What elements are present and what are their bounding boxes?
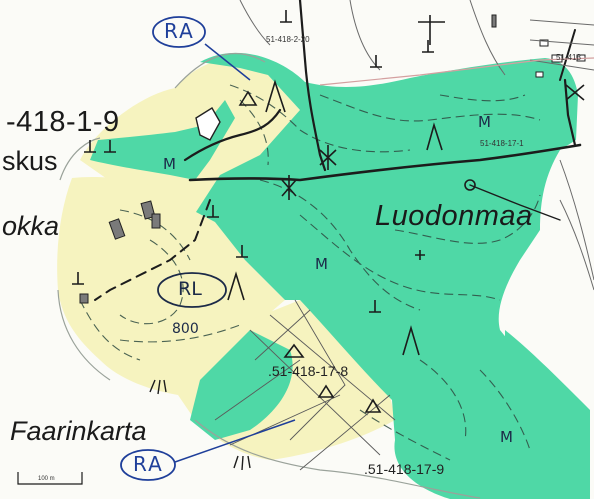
place-label-okka: okka <box>2 211 60 241</box>
annotation-ovals <box>120 16 227 481</box>
place-label-skus: skus <box>2 146 58 176</box>
parcel-label-17-8: .51-418-17-8 <box>268 363 349 379</box>
roads <box>94 0 582 301</box>
municipal-boundary <box>319 57 594 86</box>
parcel-label-17-small: 51-418-17-1 <box>480 139 524 148</box>
forest-area-northwest <box>90 100 235 180</box>
parcel-label-top-right: 51-418 <box>556 53 581 62</box>
annotation-rl: RL <box>178 278 202 300</box>
place-label-faarinkarta: Faarinkarta <box>10 416 147 446</box>
forest-area-southeast <box>505 330 590 470</box>
annotation-m-2: M <box>315 255 328 273</box>
forest-area-north <box>196 52 590 499</box>
parcel-label-17-9: .51-418-17-9 <box>364 461 445 477</box>
shoreline <box>57 52 481 499</box>
scale-bar <box>17 472 83 485</box>
parcel-label-2-20: 51-418-2-20 <box>266 35 310 44</box>
property-id-label: -418-1-9 <box>6 106 120 138</box>
forest-area-south-strip <box>190 330 293 440</box>
annotation-ra-top: RA <box>164 19 195 43</box>
shoreline-symbols <box>149 379 251 471</box>
place-label-luodonmaa: Luodonmaa <box>375 200 533 232</box>
scale-bar-label: 100 m <box>38 476 55 482</box>
annotation-m-1: M <box>163 155 176 173</box>
annotation-ra-bottom: RA <box>133 452 164 476</box>
annotation-800: 800 <box>172 321 199 337</box>
annotation-m-4: M <box>500 428 513 446</box>
annotation-m-3: M <box>478 113 491 131</box>
annotation-leaders <box>174 43 296 463</box>
small-pier-outline <box>195 107 221 141</box>
background-map-features <box>239 0 594 291</box>
map-symbols <box>72 10 585 413</box>
